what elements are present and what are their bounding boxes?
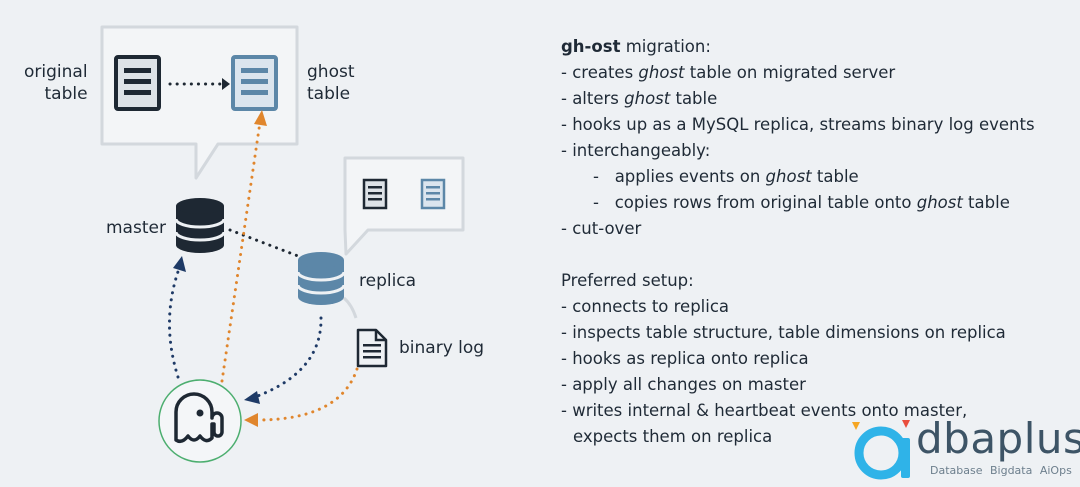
preferred-step-item: - apply all changes on master — [561, 375, 806, 394]
migration-step-item: - hooks up as a MySQL replica, streams b… — [561, 115, 1035, 134]
write-ghost-arrow — [220, 120, 262, 383]
dbaplus-logo: dbaplus Database Bigdata AiOps — [846, 414, 1080, 483]
preferred-step-item: - connects to replica — [561, 297, 730, 316]
tool-name: gh-ost — [561, 37, 621, 56]
write-ghost-arrowhead — [254, 110, 267, 126]
binary-log-icon — [356, 328, 388, 368]
replica-label: replica — [359, 271, 417, 291]
original-table-icon — [114, 55, 161, 111]
preferred-step-item: - writes internal & heartbeat events ont… — [561, 401, 968, 420]
migration-steps: - creates ghost table on migrated server… — [561, 60, 1076, 242]
replica-original-table-icon — [362, 178, 388, 210]
replica-database-icon — [296, 252, 346, 305]
master-label: master — [106, 218, 166, 238]
section-gap — [561, 242, 1076, 268]
ghost-table-icon — [231, 55, 278, 111]
migration-diagram: original table ghost table master replic… — [0, 0, 540, 483]
replica-binlog-link — [342, 296, 358, 319]
preferred-title: Preferred setup: — [561, 271, 694, 290]
original-table-label: original table — [24, 62, 88, 104]
preferred-steps: - connects to replica - inspects table st… — [561, 294, 1076, 450]
apply-to-master-arrowhead — [173, 256, 186, 272]
migration-step-item: - cut-over — [561, 219, 642, 238]
binlog-stream-arrowhead — [244, 413, 258, 427]
logo-dot-left — [852, 422, 860, 430]
replica-stream-arrow — [253, 316, 323, 399]
dbaplus-ring-icon — [852, 420, 910, 480]
logo-dot-right — [902, 420, 910, 428]
binlog-stream-arrow — [255, 367, 359, 422]
notes-panel: gh-ost migration: - creates ghost table … — [561, 34, 1076, 450]
diagram-canvas — [100, 25, 465, 463]
logo-tagline: Database Bigdata AiOps — [930, 464, 1072, 477]
replica-stream-arrowhead — [244, 391, 260, 404]
preferred-step-item: - hooks as replica onto replica — [561, 349, 809, 368]
replica-ghost-table-icon — [420, 178, 446, 210]
migration-title-rest: migration: — [620, 37, 711, 56]
gh-ost-logo-icon — [158, 379, 242, 463]
migration-step-item: - alters ghost table — [561, 89, 718, 108]
preferred-step-item: expects them on replica — [573, 427, 773, 446]
preferred-step-item: - inspects table structure, table dimens… — [561, 323, 1006, 342]
apply-to-master-arrow — [167, 264, 182, 379]
replica-tables-bubble — [343, 156, 465, 256]
master-database-icon — [174, 198, 226, 253]
migration-step-item: - applies events on ghost table — [593, 167, 859, 186]
copy-arrow — [168, 78, 230, 90]
replication-link — [228, 228, 300, 258]
logo-wordmark: dbaplus — [916, 414, 1080, 463]
migration-step-item: - copies rows from original table onto g… — [593, 193, 1010, 212]
binary-log-label: binary log — [399, 338, 485, 358]
ghost-table-label: ghost table — [307, 62, 355, 104]
migration-step-item: - creates ghost table on migrated server — [561, 63, 896, 82]
migration-step-item: - interchangeably: — [561, 141, 711, 160]
migration-title: gh-ost migration: — [561, 34, 1076, 60]
